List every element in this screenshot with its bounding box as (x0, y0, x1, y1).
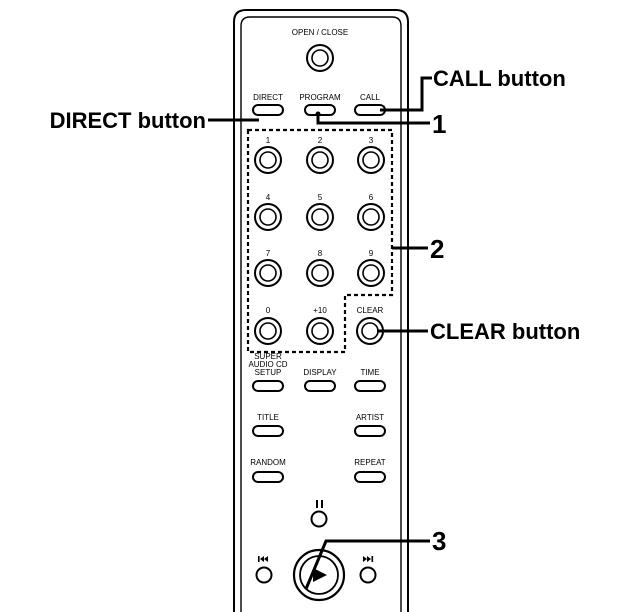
digit-9-label: 9 (369, 249, 374, 258)
open-close-button[interactable] (306, 44, 334, 72)
play-icon (313, 568, 327, 582)
random-label: RANDOM (250, 458, 286, 467)
digit-0-button[interactable] (254, 317, 282, 345)
step1-leader-dot (315, 111, 321, 117)
digit-9-button[interactable] (357, 259, 385, 287)
digit-plus10-button[interactable] (306, 317, 334, 345)
call-leader (380, 76, 432, 112)
open-close-label: OPEN / CLOSE (292, 28, 348, 37)
pause-button[interactable] (310, 510, 328, 528)
audio-cd-label: AUDIO CD (248, 360, 287, 369)
digit-3-label: 3 (369, 136, 374, 145)
digit-2-button[interactable] (306, 146, 334, 174)
clear-label: CLEAR (357, 306, 384, 315)
skip-back-icon (258, 556, 268, 562)
digit-plus10-label: +10 (313, 306, 327, 315)
digit-6-button[interactable] (357, 203, 385, 231)
direct-button-callout: DIRECT button (50, 108, 206, 133)
display-label: DISPLAY (303, 368, 337, 377)
step-1-marker: 1 (432, 109, 446, 139)
super-label: SUPER (254, 352, 282, 361)
time-label: TIME (360, 368, 379, 377)
digit-7-button[interactable] (254, 259, 282, 287)
digit-7-label: 7 (266, 249, 271, 258)
artist-button[interactable] (354, 425, 386, 437)
digit-2-label: 2 (318, 136, 323, 145)
call-button-callout: CALL button (433, 66, 566, 91)
time-button[interactable] (354, 380, 386, 392)
artist-label: ARTIST (356, 413, 384, 422)
direct-button[interactable] (252, 104, 284, 116)
step-2-marker: 2 (430, 234, 444, 264)
clear-button-callout: CLEAR button (430, 319, 580, 344)
leader-lines (208, 76, 432, 590)
setup-button[interactable] (252, 380, 284, 392)
step1-leader (316, 114, 430, 125)
digit-6-label: 6 (369, 193, 374, 202)
numeric-keys-region (246, 128, 394, 354)
digit-5-label: 5 (318, 193, 323, 202)
digit-0-label: 0 (266, 306, 271, 315)
digit-1-button[interactable] (254, 146, 282, 174)
digit-4-label: 4 (266, 193, 271, 202)
step-3-marker: 3 (432, 526, 446, 556)
digit-8-button[interactable] (306, 259, 334, 287)
step3-leader (304, 539, 430, 590)
program-label: PROGRAM (299, 93, 341, 102)
skip-forward-icon (363, 556, 374, 562)
skip-forward-button[interactable] (359, 566, 377, 584)
random-button[interactable] (252, 471, 284, 483)
title-button[interactable] (252, 425, 284, 437)
title-label: TITLE (257, 413, 279, 422)
digit-1-label: 1 (266, 136, 271, 145)
setup-label: SETUP (255, 368, 282, 377)
digit-8-label: 8 (318, 249, 323, 258)
pause-icon (316, 500, 323, 508)
digit-4-button[interactable] (254, 203, 282, 231)
call-label: CALL (360, 93, 381, 102)
digit-3-button[interactable] (357, 146, 385, 174)
repeat-button[interactable] (354, 471, 386, 483)
digit-5-button[interactable] (306, 203, 334, 231)
direct-label: DIRECT (253, 93, 283, 102)
display-button[interactable] (304, 380, 336, 392)
repeat-label: REPEAT (354, 458, 386, 467)
remote-body (233, 9, 409, 612)
skip-back-button[interactable] (255, 566, 273, 584)
